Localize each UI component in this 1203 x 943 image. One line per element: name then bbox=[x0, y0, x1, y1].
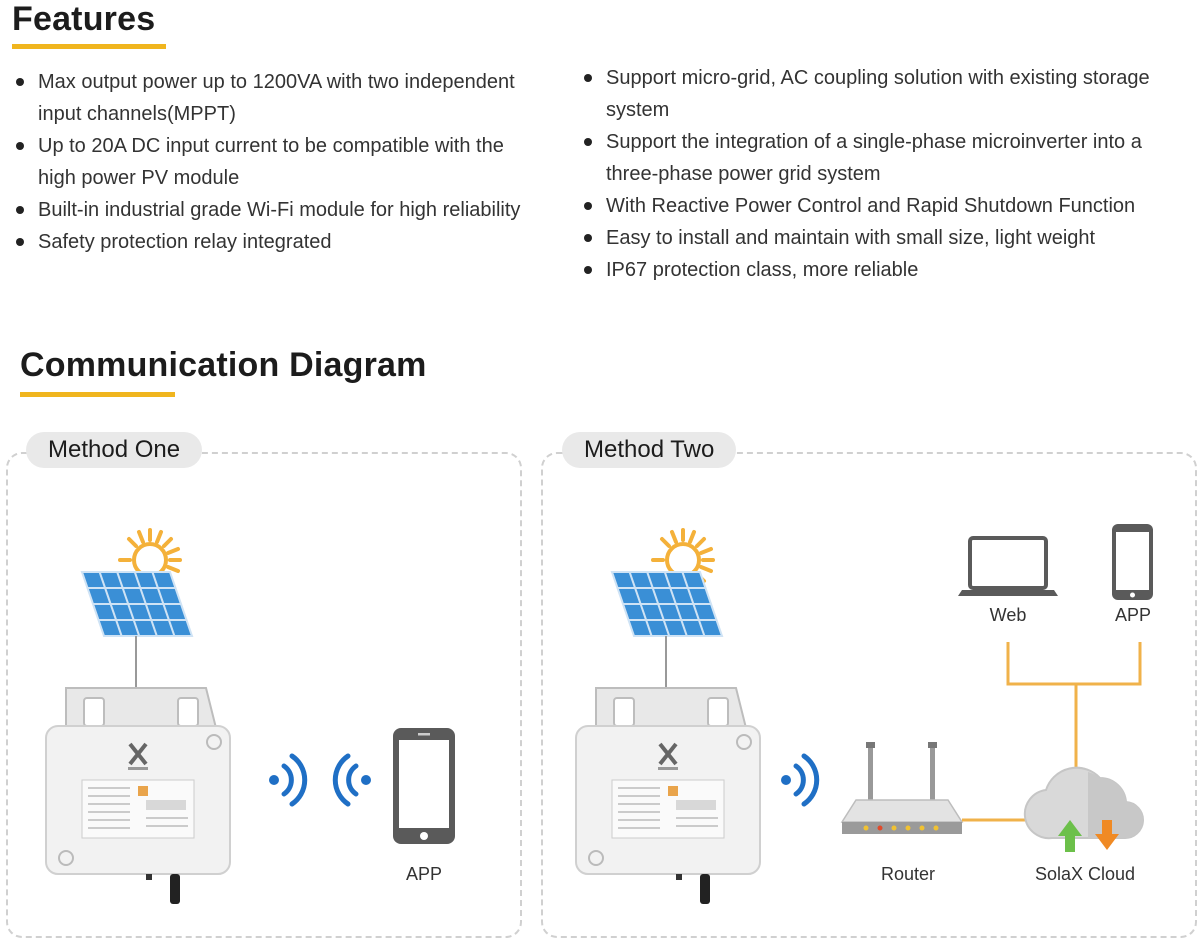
router-label: Router bbox=[880, 864, 936, 884]
method-two-panel bbox=[541, 452, 1197, 938]
method-two-app-label: APP bbox=[1114, 605, 1152, 625]
method-one-phone-icon bbox=[393, 728, 455, 844]
method-one-app-label: APP bbox=[405, 864, 443, 884]
method-two-label: Method Two bbox=[562, 432, 737, 468]
feature-item: Built-in industrial grade Wi-Fi module f… bbox=[12, 194, 532, 226]
communication-title: Communication Diagram bbox=[20, 346, 427, 384]
method-one-wifi-receive-icon bbox=[335, 756, 371, 804]
feature-item: Max output power up to 1200VA with two i… bbox=[12, 66, 532, 130]
feature-item: Up to 20A DC input current to be compati… bbox=[12, 130, 532, 194]
method-one-label: Method One bbox=[26, 432, 203, 468]
method-two-inverter-icon bbox=[574, 686, 762, 906]
feature-item: With Reactive Power Control and Rapid Sh… bbox=[580, 190, 1180, 222]
feature-item: Support the integration of a single-phas… bbox=[580, 126, 1180, 190]
method-one-wifi-icon bbox=[269, 756, 305, 804]
laptop-icon bbox=[958, 536, 1058, 596]
feature-item: Safety protection relay integrated bbox=[12, 226, 532, 258]
features-right-list: Support micro-grid, AC coupling solution… bbox=[580, 62, 1180, 286]
features-underline bbox=[12, 44, 166, 49]
router-icon bbox=[840, 742, 964, 834]
method-one-solar-panel-icon bbox=[81, 571, 193, 637]
features-left-list: Max output power up to 1200VA with two i… bbox=[12, 66, 532, 258]
method-two-wifi-icon bbox=[781, 756, 817, 804]
communication-underline bbox=[20, 392, 175, 397]
features-title: Features bbox=[12, 0, 156, 38]
method-one-panel bbox=[6, 452, 522, 938]
method-one-inverter-icon bbox=[44, 686, 232, 906]
feature-item: Easy to install and maintain with small … bbox=[580, 222, 1180, 254]
method-two-phone-icon bbox=[1112, 524, 1153, 600]
cloud-label: SolaX Cloud bbox=[1034, 864, 1136, 884]
upload-arrow-icon bbox=[1058, 820, 1082, 852]
feature-item: IP67 protection class, more reliable bbox=[580, 254, 1180, 286]
download-arrow-icon bbox=[1095, 820, 1119, 850]
feature-item: Support micro-grid, AC coupling solution… bbox=[580, 62, 1180, 126]
web-label: Web bbox=[989, 605, 1027, 625]
cloud-icon bbox=[1023, 766, 1145, 840]
